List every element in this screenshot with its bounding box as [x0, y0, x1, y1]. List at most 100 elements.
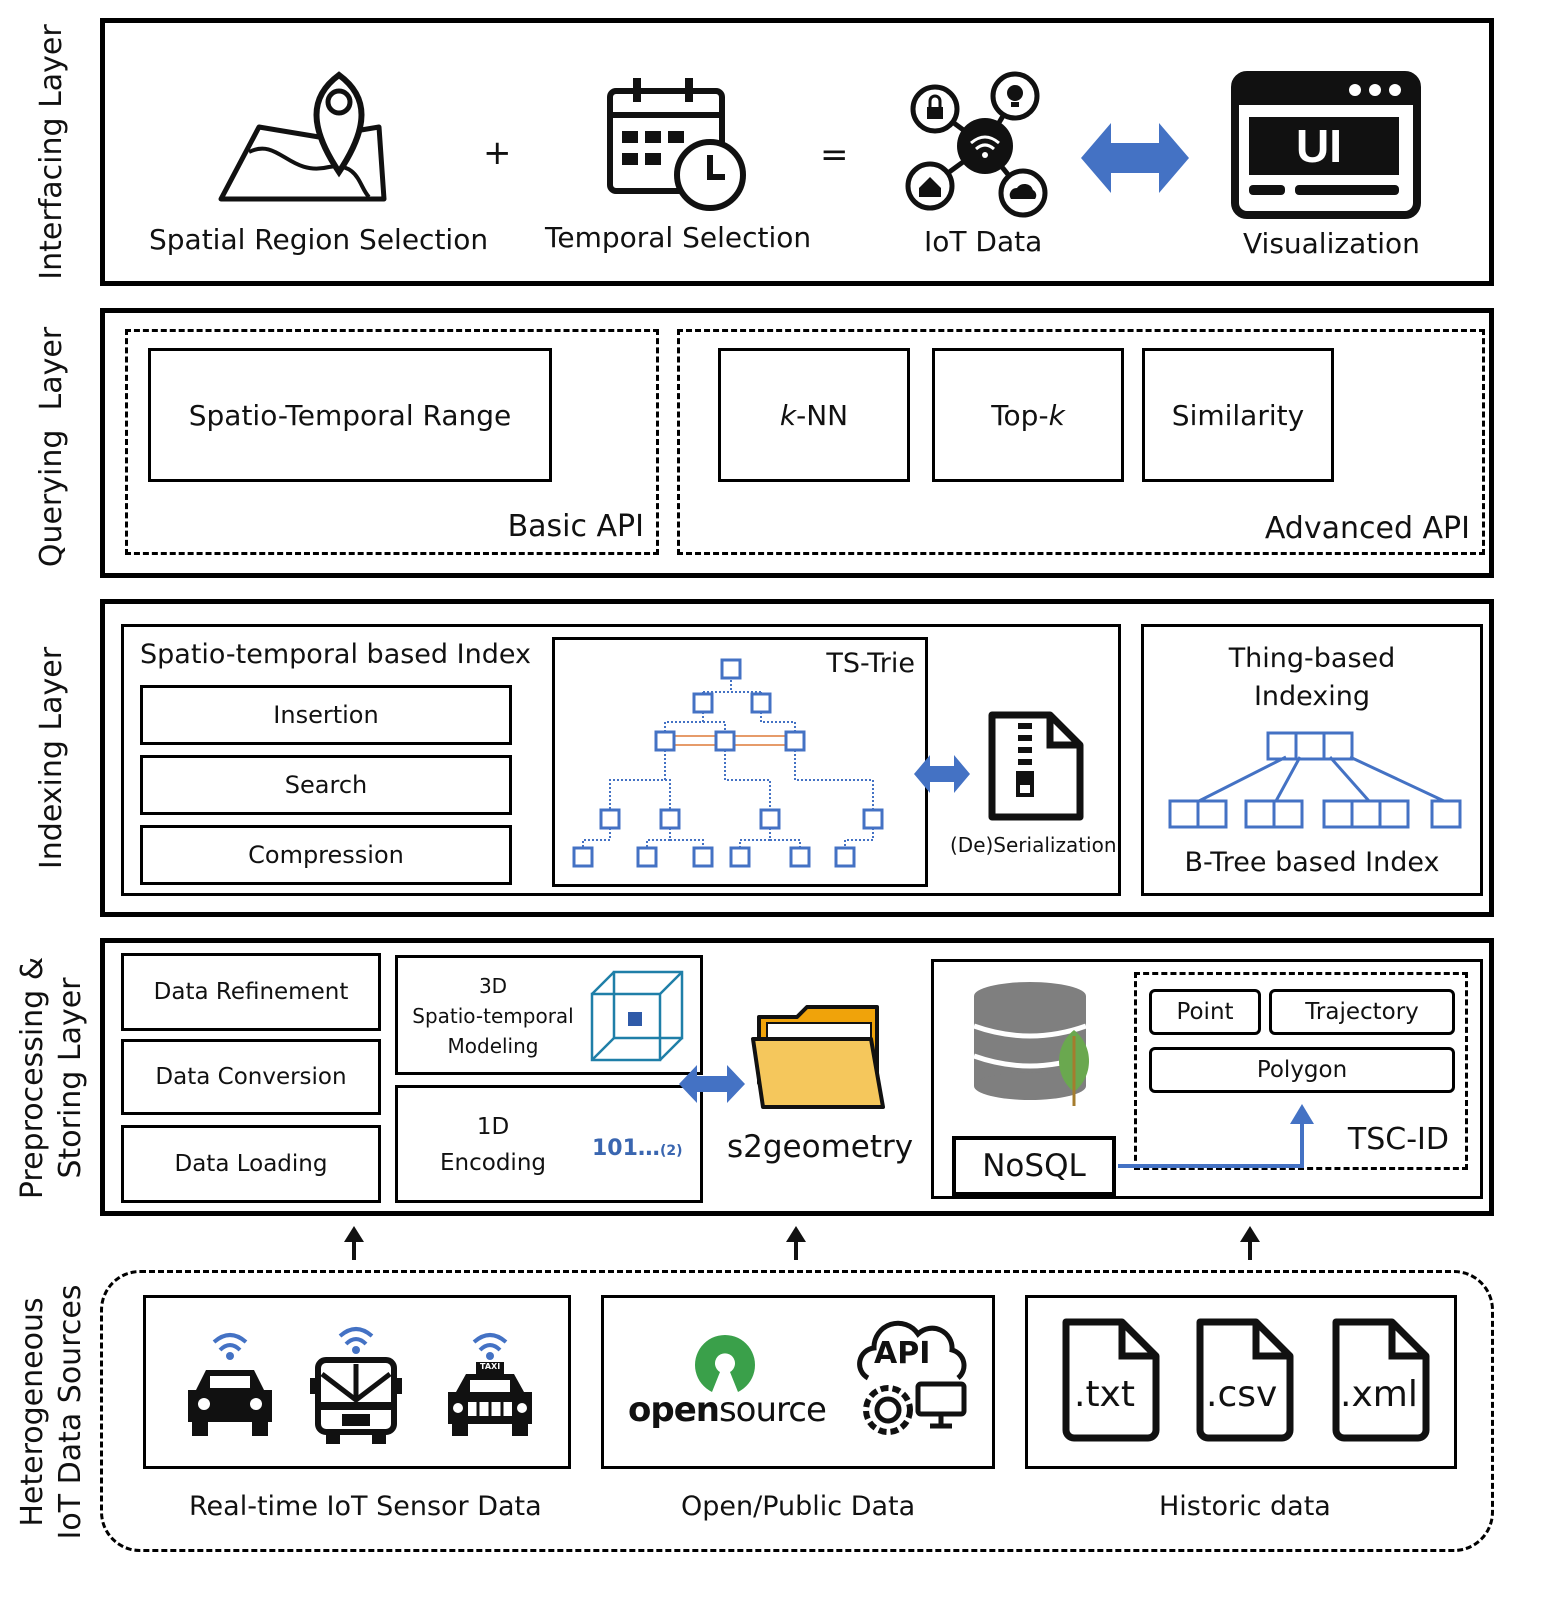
map-pin-icon: [218, 71, 387, 202]
data-conversion-box: Data Conversion: [121, 1039, 381, 1115]
api-cloud-icon: [857, 1320, 967, 1435]
csv-file-label: .csv: [1206, 1374, 1278, 1415]
search-box: Search: [140, 755, 512, 815]
serialization-label: (De)Serialization: [950, 833, 1117, 857]
nosql-to-tsc-arrow: [1118, 1104, 1314, 1168]
st-index-title: Spatio-temporal based Index: [140, 639, 531, 670]
advanced-api-group: k-NN Top-k Similarity Advanced API: [677, 329, 1485, 555]
basic-api-title: Basic API: [507, 509, 644, 544]
up-arrow-middle: [786, 1226, 806, 1260]
modeling-line3: Modeling: [447, 1034, 539, 1058]
serialization-arrow-icon: [914, 755, 970, 793]
topk-k: k: [1048, 398, 1065, 432]
cube-icon: [590, 970, 684, 1062]
similarity-box: Similarity: [1142, 348, 1334, 482]
encoding-line1: 1D: [476, 1114, 510, 1140]
ui-window-icon: [1231, 71, 1421, 219]
modeling-line1: 3D: [478, 974, 508, 998]
up-arrow-left: [344, 1226, 364, 1260]
zip-file-icon: [988, 711, 1084, 821]
ui-badge-text: UI: [1296, 120, 1342, 172]
bus-icon: [310, 1327, 402, 1444]
compression-box: Compression: [140, 825, 512, 885]
topk-box: Top-k: [932, 348, 1124, 482]
btree-diagram: [1168, 731, 1462, 829]
knn-box: k-NN: [718, 348, 910, 482]
trie-diagram: [572, 658, 884, 868]
encoding-base: (2): [659, 1143, 683, 1159]
btree-index-label: B-Tree based Index: [1184, 847, 1440, 878]
csv-file-icon: [1196, 1318, 1294, 1442]
open-source-wordmark: opensource: [628, 1390, 827, 1430]
xml-file-label: .xml: [1340, 1374, 1418, 1415]
sources-layer-label: Heterogeneous IoT Data Sources: [15, 1284, 88, 1540]
open-data-label: Open/Public Data: [681, 1491, 916, 1522]
up-arrow-right: [1240, 1226, 1260, 1260]
knn-rest: -NN: [796, 398, 849, 432]
knn-k: k: [779, 398, 797, 432]
spatio-temporal-range-box: Spatio-Temporal Range: [148, 348, 552, 482]
interfacing-layer-label: Interfacing Layer: [34, 24, 69, 280]
data-loading-box: Data Loading: [121, 1125, 381, 1203]
txt-file-label: .txt: [1074, 1374, 1135, 1415]
realtime-sensor-box: TAXI: [143, 1295, 571, 1469]
encoding-line2: Encoding: [440, 1150, 546, 1176]
modeling-box: 3D Spatio-temporal Modeling: [395, 955, 703, 1075]
plus-sign: +: [483, 133, 512, 173]
s2geometry-label: s2geometry: [727, 1129, 914, 1165]
open-word: open: [628, 1390, 720, 1430]
api-badge-text: API: [874, 1336, 931, 1371]
storage-arrow-icon: [679, 1065, 745, 1103]
open-data-box: opensource API: [601, 1295, 995, 1469]
ts-trie-title: TS-Trie: [826, 648, 915, 679]
source-word: source: [718, 1390, 827, 1430]
car-icon: [188, 1333, 272, 1436]
trajectory-box: Trajectory: [1269, 989, 1455, 1035]
storage-group: NoSQL Point Trajectory Polygon TSC-ID: [931, 959, 1483, 1199]
tsc-id-group: Point Trajectory Polygon TSC-ID: [1134, 972, 1468, 1170]
thing-index-title-line2: Indexing: [1253, 681, 1371, 712]
equals-sign: =: [820, 135, 849, 175]
txt-file-icon: [1062, 1318, 1160, 1442]
database-icon: [973, 982, 1089, 1106]
modeling-line2: Spatio-temporal: [412, 1004, 574, 1028]
encoding-box: 1D Encoding 101…(2): [395, 1085, 703, 1203]
thing-index-group: Thing-based Indexing B-Tree based: [1141, 624, 1483, 896]
data-refinement-box: Data Refinement: [121, 953, 381, 1031]
querying-layer-label: Querying Layer: [34, 326, 69, 568]
iot-network-icon: [905, 71, 1048, 218]
thing-index-title-line1: Thing-based: [1228, 643, 1396, 674]
realtime-sensor-label: Real-time IoT Sensor Data: [189, 1491, 542, 1522]
polygon-box: Polygon: [1149, 1047, 1455, 1093]
encoding-value: 101…(2): [592, 1136, 683, 1161]
historic-data-label: Historic data: [1159, 1491, 1331, 1522]
taxi-icon: [448, 1333, 532, 1436]
advanced-api-title: Advanced API: [1264, 511, 1470, 546]
sources-group: TAXI Real-time IoT Sensor Data opensourc…: [100, 1270, 1494, 1552]
taxi-sign-text: TAXI: [480, 1362, 501, 1371]
preprocessing-layer-label: Preprocessing & Storing Layer: [15, 956, 88, 1200]
point-box: Point: [1149, 989, 1261, 1035]
open-source-logo-icon: [695, 1334, 755, 1392]
preprocessing-layer: Data Refinement Data Conversion Data Loa…: [100, 938, 1494, 1216]
st-index-group: Spatio-temporal based Index Insertion Se…: [121, 624, 1121, 896]
calendar-clock-icon: [607, 78, 746, 211]
historic-data-box: .txt .csv .xml: [1025, 1295, 1457, 1469]
insertion-box: Insertion: [140, 685, 512, 745]
querying-layer: Spatio-Temporal Range Basic API k-NN Top…: [100, 308, 1494, 578]
topk-prefix: Top-: [991, 398, 1049, 432]
nosql-box: NoSQL: [952, 1136, 1116, 1196]
spatial-region-label: Spatial Region Selection: [149, 223, 489, 256]
temporal-selection-label: Temporal Selection: [545, 221, 812, 254]
basic-api-group: Spatio-Temporal Range Basic API: [125, 329, 659, 555]
folder-icon: [751, 1005, 885, 1109]
iot-data-label: IoT Data: [924, 225, 1043, 258]
xml-file-icon: [1332, 1318, 1430, 1442]
indexing-layer-label: Indexing Layer: [34, 646, 69, 870]
ts-trie-box: TS-Trie: [552, 637, 928, 887]
bidirectional-arrow-icon: [1081, 123, 1189, 193]
interfacing-layer: Spatial Region Selection + Temporal Sele…: [100, 18, 1494, 286]
visualization-label: Visualization: [1243, 227, 1420, 260]
indexing-layer: Spatio-temporal based Index Insertion Se…: [100, 599, 1494, 917]
tsc-id-label: TSC-ID: [1347, 1122, 1449, 1157]
